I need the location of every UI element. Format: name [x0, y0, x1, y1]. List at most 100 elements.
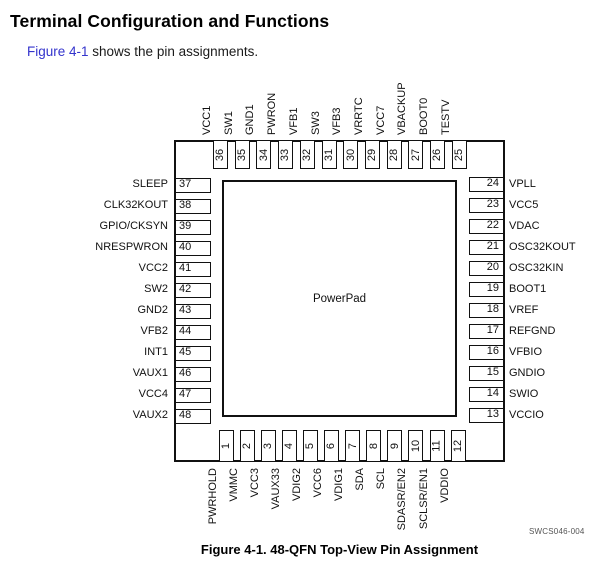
pin-18-label: VREF: [509, 303, 539, 316]
pin-8-number: 8: [366, 430, 382, 462]
pin-2-label: VMMC: [227, 468, 240, 502]
pin-21-number: 21: [469, 240, 504, 255]
figure-link[interactable]: Figure 4-1: [27, 44, 89, 59]
pin-28-label: VCC7: [374, 105, 387, 135]
pin-35-number: 35: [234, 140, 250, 169]
pin-31-label: SW3: [309, 111, 322, 135]
pin-3-number: 3: [260, 430, 276, 462]
pin-33-label: PWRON: [266, 92, 279, 135]
pin-28-number: 28: [386, 140, 402, 169]
pin-43-number: 43: [175, 303, 211, 319]
pin-37-number: 37: [175, 177, 211, 193]
pin-19-number: 19: [469, 282, 504, 297]
pin-6-label: VCC6: [312, 468, 324, 498]
pin-16-number: 16: [469, 345, 504, 360]
pin-36-number: 36: [213, 140, 228, 169]
pin-42-label: SW2: [144, 283, 168, 295]
pin-32-number: 32: [299, 140, 315, 169]
pin-20-label: OSC32KIN: [509, 261, 564, 274]
pin-24-number: 24: [469, 177, 504, 192]
pin-12-label: VDDIO: [438, 468, 451, 503]
pin-35-label: SW1: [222, 111, 235, 135]
pin-29-number: 29: [364, 140, 380, 169]
pin-10-number: 10: [408, 430, 424, 462]
pin-11-label: SCLSR/EN1: [417, 468, 430, 530]
pin-34-number: 34: [256, 140, 272, 169]
pin-45-number: 45: [175, 345, 211, 361]
pin-20-number: 20: [469, 261, 504, 276]
figure-caption: Figure 4-1. 48-QFN Top-View Pin Assignme…: [200, 542, 479, 557]
pin-46-label: VAUX1: [132, 367, 168, 379]
pin-47-number: 47: [175, 387, 211, 403]
pin-25-label: TESTV: [439, 99, 452, 135]
pin-38-number: 38: [175, 198, 211, 214]
pin-45-label: INT1: [144, 346, 168, 358]
pin-14-label: SWIO: [509, 387, 539, 400]
pin-11-number: 11: [429, 430, 445, 462]
pin-44-number: 44: [175, 324, 211, 340]
pin-30-label: VFB3: [331, 107, 344, 135]
pin-14-number: 14: [469, 387, 504, 402]
pin-13-number: 13: [469, 408, 504, 423]
pin-8-label: SDA: [354, 468, 367, 491]
page-title: Terminal Configuration and Functions: [10, 11, 330, 31]
pin-23-number: 23: [469, 198, 504, 213]
pin-9-label: SCL: [375, 468, 388, 490]
pin-47-label: VCC4: [138, 388, 168, 400]
pin-41-number: 41: [175, 261, 211, 277]
pin-38-label: CLK32KOUT: [103, 199, 168, 211]
pin-37-label: SLEEP: [132, 178, 168, 190]
pin-27-label: VBACKUP: [396, 82, 409, 135]
pin-6-number: 6: [324, 430, 339, 462]
pin-29-label: VRRTC: [352, 97, 365, 135]
pin-4-number: 4: [281, 430, 297, 462]
intro-rest: shows the pin assignments.: [88, 44, 259, 59]
pin-1-number: 1: [218, 430, 234, 462]
pin-26-number: 26: [430, 140, 445, 169]
doc-code: SWCS046-004: [529, 527, 585, 536]
pin-15-label: GNDIO: [509, 366, 546, 379]
pin-39-number: 39: [175, 219, 211, 235]
pin-39-label: GPIO/CKSYN: [99, 220, 168, 232]
pin-12-number: 12: [450, 430, 466, 462]
pin-16-label: VFBIO: [509, 345, 543, 358]
pin-13-label: VCCIO: [509, 408, 544, 421]
pin-40-number: 40: [175, 240, 211, 256]
pin-18-number: 18: [469, 303, 504, 318]
pin-5-label: VDIG2: [290, 468, 303, 502]
pin-17-label: REFGND: [509, 324, 556, 337]
pin-44-label: VFB2: [140, 325, 168, 337]
pin-4-label: VAUX33: [269, 468, 282, 510]
pin-43-label: GND2: [137, 304, 168, 316]
pin-25-number: 25: [451, 140, 467, 169]
pin-17-number: 17: [469, 324, 504, 339]
pin-36-label: VCC1: [201, 105, 213, 135]
pin-5-number: 5: [302, 430, 318, 462]
pin-9-number: 9: [387, 430, 403, 462]
pin-3-label: VCC3: [248, 468, 261, 498]
powerpad-label: PowerPad: [312, 292, 367, 305]
pin-19-label: BOOT1: [509, 282, 547, 295]
pin-22-number: 22: [469, 219, 504, 234]
pin-32-label: VFB1: [287, 107, 300, 135]
pin-10-label: SDASR/EN2: [396, 468, 409, 531]
pin-48-label: VAUX2: [132, 409, 168, 421]
pin-33-number: 33: [278, 140, 294, 169]
pin-41-label: VCC2: [138, 262, 168, 274]
pin-48-number: 48: [175, 408, 211, 424]
pin-1-label: PWRHOLD: [206, 468, 219, 525]
pin-34-label: GND1: [244, 104, 257, 135]
intro-text: Figure 4-1 shows the pin assignments.: [27, 44, 258, 59]
pin-31-number: 31: [321, 140, 337, 169]
pin-26-label: BOOT0: [418, 97, 430, 135]
pin-23-label: VCC5: [509, 198, 539, 211]
pin-21-label: OSC32KOUT: [509, 240, 576, 253]
pin-30-number: 30: [343, 140, 359, 169]
pin-46-number: 46: [175, 366, 211, 382]
pin-7-number: 7: [345, 430, 361, 462]
pin-40-label: NRESPWRON: [95, 241, 168, 253]
pin-24-label: VPLL: [509, 177, 536, 190]
pin-15-number: 15: [469, 366, 504, 381]
pin-42-number: 42: [175, 282, 211, 298]
pin-27-number: 27: [408, 140, 424, 169]
